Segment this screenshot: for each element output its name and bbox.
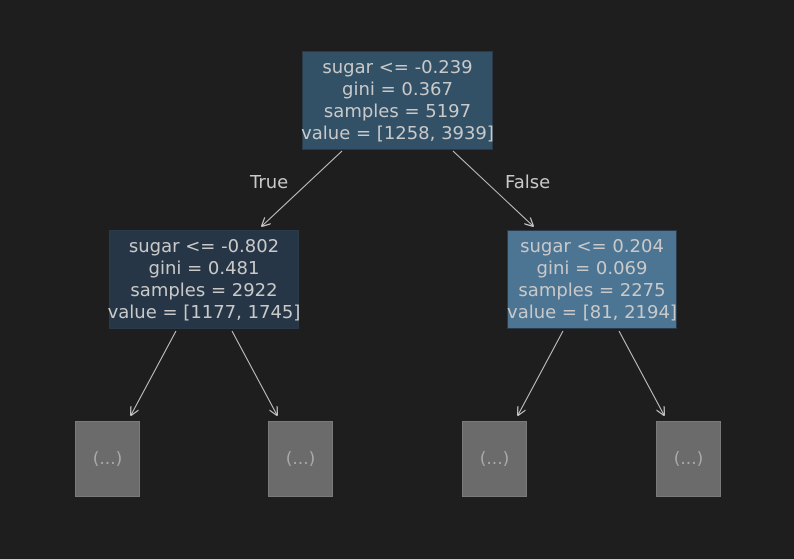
node-samples: samples = 2275 — [518, 279, 666, 301]
tree-node-left: sugar <= -0.802 gini = 0.481 samples = 2… — [107, 230, 301, 329]
node-condition: sugar <= 0.204 — [520, 235, 664, 257]
node-gini: gini = 0.481 — [148, 257, 260, 279]
tree-leaf-truncated: (...) — [75, 421, 140, 497]
edge-label-false: False — [505, 172, 551, 193]
edge-right-leaf4 — [618, 330, 664, 415]
edge-left-leaf1 — [131, 330, 177, 415]
edge-root-left — [262, 150, 343, 226]
edge-right-leaf3 — [518, 330, 564, 415]
node-samples: samples = 2922 — [130, 279, 278, 301]
edge-label-true: True — [250, 172, 289, 193]
node-gini: gini = 0.367 — [342, 78, 453, 100]
node-value: value = [1177, 1745] — [107, 301, 301, 323]
tree-leaf-truncated: (...) — [268, 421, 333, 497]
tree-node-right: sugar <= 0.204 gini = 0.069 samples = 22… — [507, 230, 677, 329]
node-condition: sugar <= -0.802 — [128, 235, 280, 257]
tree-node-root: sugar <= -0.239 gini = 0.367 samples = 5… — [301, 51, 494, 150]
edge-left-leaf2 — [231, 330, 277, 415]
tree-leaf-truncated: (...) — [656, 421, 721, 497]
node-condition: sugar <= -0.239 — [322, 56, 473, 78]
edge-root-right — [452, 150, 533, 226]
node-gini: gini = 0.069 — [536, 257, 648, 279]
tree-leaf-truncated: (...) — [462, 421, 527, 497]
node-value: value = [81, 2194] — [507, 301, 677, 323]
node-samples: samples = 5197 — [323, 100, 472, 122]
node-value: value = [1258, 3939] — [301, 122, 494, 144]
